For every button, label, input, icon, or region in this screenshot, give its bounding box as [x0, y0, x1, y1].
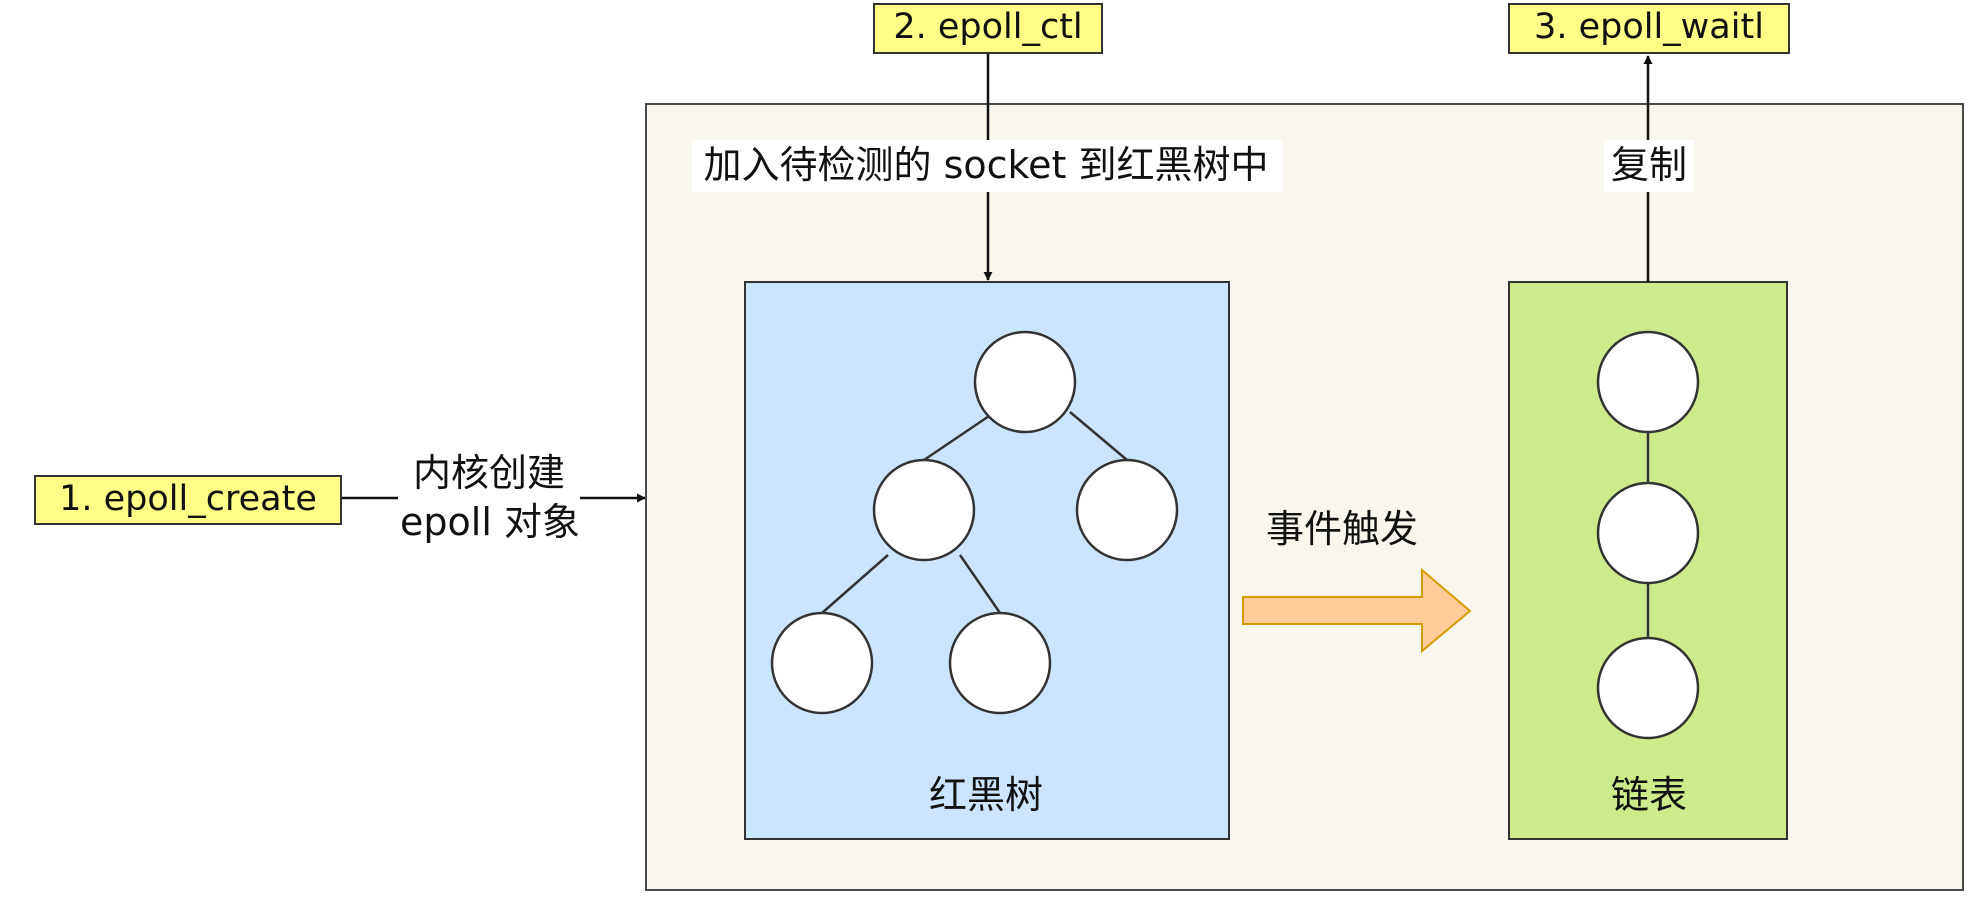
copy-note: 复制	[1611, 143, 1687, 187]
epoll-wait-label: 3. epoll_waitl	[1534, 7, 1764, 47]
create-note-line2: epoll 对象	[400, 500, 580, 544]
epoll-wait-box	[1508, 3, 1790, 54]
red-black-tree-label: 红黑树	[929, 773, 1043, 817]
epoll-create-box	[34, 475, 342, 525]
tree-edge-root-right	[1069, 411, 1128, 461]
event-trigger-arrow	[1242, 567, 1472, 654]
list-node-3	[1596, 636, 1700, 740]
tree-node-left	[872, 458, 976, 562]
epoll-ctl-label: 2. epoll_ctl	[893, 7, 1082, 47]
tree-edge-left-rightleaf	[958, 554, 1002, 614]
add-socket-note: 加入待检测的 socket 到红黑树中	[703, 143, 1268, 187]
epoll-create-label: 1. epoll_create	[59, 479, 317, 519]
copy-note-bg	[1604, 140, 1694, 192]
create-note-line1: 内核创建	[413, 451, 565, 495]
epoll-ctl-box	[873, 3, 1103, 54]
tree-edge-root-left	[923, 410, 996, 462]
list-node-1	[1596, 330, 1700, 434]
list-node-2	[1596, 481, 1700, 585]
add-socket-note-bg	[692, 140, 1283, 192]
tree-edge-left-leftleaf	[821, 554, 889, 614]
event-trigger-note: 事件触发	[1266, 507, 1418, 551]
tree-node-left-left	[770, 611, 874, 715]
tree-edges	[821, 410, 1128, 614]
linked-list-label: 链表	[1611, 773, 1687, 817]
tree-node-root	[973, 330, 1077, 434]
tree-node-left-right	[948, 611, 1052, 715]
tree-node-right	[1075, 458, 1179, 562]
